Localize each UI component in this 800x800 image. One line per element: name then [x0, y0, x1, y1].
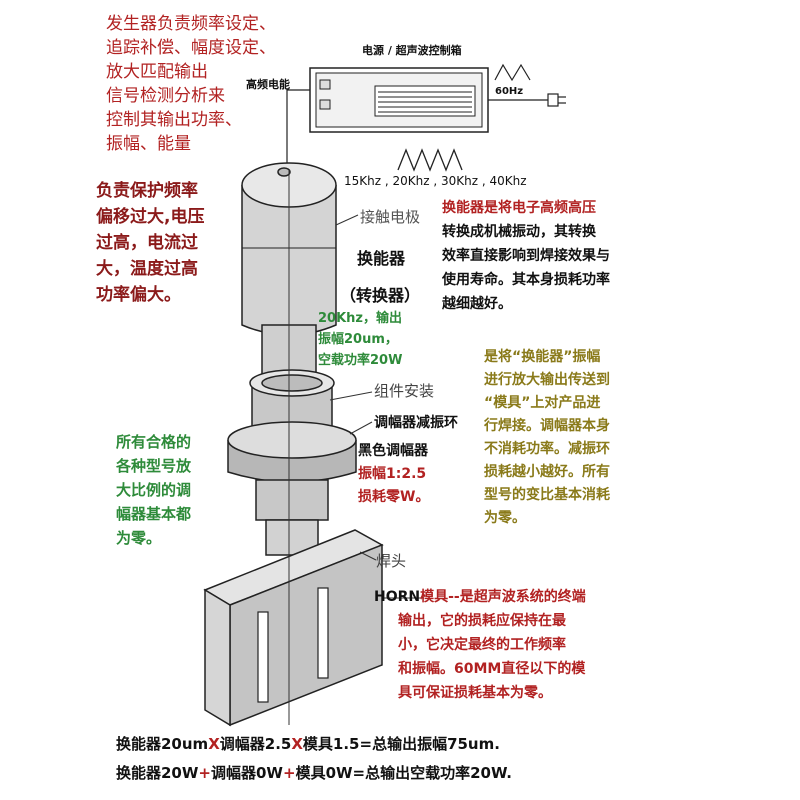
booster-spec-line: 黑色调幅器: [358, 443, 428, 459]
formula-booster: 调幅器2.5: [219, 735, 292, 753]
booster-note-line: 所有合格的: [116, 433, 192, 451]
mains-wave-icon: [488, 63, 566, 107]
booster-desc-line: 为零。: [484, 510, 526, 526]
horn-desc-line: HORN模具--是超声波系统的终端: [374, 585, 586, 609]
frequency-wave-icon: [397, 148, 463, 172]
control-box-title: 电源 / 超声波控制箱: [362, 44, 462, 57]
protection-line: 过高，电流过: [96, 233, 198, 253]
transducer-desc-line: 越细越好。: [442, 296, 512, 312]
booster-note-line: 大比例的调: [116, 481, 192, 499]
booster-spec: 黑色调幅器 振幅1:2.5 损耗零W。: [358, 440, 429, 509]
plus-symbol: +: [282, 764, 296, 782]
protection-line: 偏移过大,电压: [96, 207, 205, 227]
booster-desc-line: 行焊接。调幅器本身: [484, 418, 610, 434]
power-formula: 换能器20W+调幅器0W+模具0W=总输出空载功率20W.: [116, 762, 512, 783]
booster-shape: [227, 369, 357, 556]
horn-desc-line: 具可保证损耗基本为零。: [398, 685, 552, 701]
transducer-desc-line: 使用寿命。其本身损耗功率: [442, 272, 610, 288]
formula-transducer: 换能器20um: [116, 735, 209, 753]
multiply-symbol: X: [291, 735, 303, 753]
generator-description: 发生器负责频率设定、 追踪补偿、幅度设定、 放大匹配输出 信号检测分析来 控制其…: [106, 12, 276, 156]
booster-desc-line: 进行放大输出传送到: [484, 372, 610, 388]
horn-desc-line: 输出，它的损耗应保持在最: [398, 613, 566, 629]
transducer-description: 换能器是将电子高频高压 转换成机械振动，其转换 效率直接影响到焊接效果与 使用寿…: [442, 196, 610, 316]
formula-booster: 调幅器0W: [211, 764, 283, 782]
assembly-label: 组件安装: [374, 382, 435, 400]
transducer-label: 换能器: [357, 249, 406, 268]
booster-desc-line: 损耗越小越好。所有: [484, 464, 610, 480]
protection-line: 功率偏大。: [96, 285, 181, 305]
converter-label: （转换器）: [340, 286, 421, 305]
protection-line: 大，温度过高: [96, 259, 198, 279]
booster-desc-line: 不消耗功率。减振环: [484, 441, 610, 457]
transducer-spec-line: 振幅20um，: [318, 332, 398, 347]
generator-line: 控制其输出功率、: [106, 110, 242, 130]
frequency-list: 15Khz , 20Khz , 30Khz , 40Khz: [344, 174, 527, 188]
transducer-desc-line: 换能器是将电子高频高压: [442, 196, 610, 220]
electrode-label: 接触电极: [360, 208, 421, 226]
horn-description: HORN模具--是超声波系统的终端 输出，它的损耗应保持在最 小，它决定最终的工…: [374, 585, 586, 705]
transducer-desc-line: 转换成机械振动，其转换: [442, 224, 596, 240]
booster-desc-line: 是将“换能器”振幅: [484, 349, 601, 365]
booster-note-line: 各种型号放: [116, 457, 192, 475]
generator-line: 追踪补偿、幅度设定、: [106, 38, 276, 58]
generator-line: 发生器负责频率设定、: [106, 14, 276, 34]
horn-shape: [203, 529, 384, 727]
formula-horn: 模具0W=总输出空载功率20W.: [295, 764, 513, 782]
mains-frequency-label: 60Hz: [495, 86, 524, 97]
horn-desc-line: 小，它决定最终的工作频率: [398, 637, 566, 653]
booster-spec-line: 损耗零W。: [358, 489, 430, 505]
horn-desc-text: 模具--是超声波系统的终端: [420, 589, 586, 605]
protection-line: 负责保护频率: [96, 181, 198, 201]
transducer-spec-line: 20Khz，输出: [318, 311, 402, 326]
hf-energy-label: 高频电能: [246, 78, 290, 91]
generator-line: 信号检测分析来: [106, 86, 225, 106]
transducer-spec: 20Khz，输出 振幅20um， 空载功率20W: [318, 308, 402, 371]
hf-cable: [286, 89, 310, 168]
generator-line: 放大匹配输出: [106, 62, 208, 82]
amplitude-formula: 换能器20umX调幅器2.5X模具1.5=总输出振幅75um.: [116, 733, 500, 754]
transducer-spec-line: 空载功率20W: [318, 353, 403, 368]
horn-desc-line: 和振幅。60MM直径以下的模: [398, 661, 586, 677]
transducer-desc-text: 换能器是将电子高频高压: [442, 200, 596, 216]
control-box: [309, 67, 489, 133]
booster-description: 是将“换能器”振幅 进行放大输出传送到 “模具”上对产品进 行焊接。调幅器本身 …: [484, 346, 610, 530]
leader-lines: [329, 214, 424, 599]
booster-desc-line: 型号的变比基本消耗: [484, 487, 610, 503]
transducer-desc-line: 效率直接影响到焊接效果与: [442, 248, 610, 264]
protection-description: 负责保护频率 偏移过大,电压 过高，电流过 大，温度过高 功率偏大。: [96, 178, 204, 308]
horn-label: HORN: [374, 589, 421, 605]
booster-desc-line: “模具”上对产品进: [484, 395, 601, 411]
booster-note-line: 为零。: [116, 529, 162, 547]
weld-head-label: 焊头: [376, 552, 407, 570]
generator-line: 振幅、能量: [106, 134, 191, 154]
booster-spec-line: 振幅1:2.5: [358, 466, 427, 482]
formula-horn: 模具1.5=总输出振幅75um.: [302, 735, 500, 753]
booster-note: 所有合格的 各种型号放 大比例的调 幅器基本都 为零。: [116, 430, 191, 550]
formula-transducer: 换能器20W: [116, 764, 199, 782]
booster-ring-label: 调幅器减振环: [374, 415, 458, 431]
plus-symbol: +: [198, 764, 211, 782]
booster-note-line: 幅器基本都: [116, 505, 192, 523]
multiply-symbol: X: [208, 735, 220, 753]
